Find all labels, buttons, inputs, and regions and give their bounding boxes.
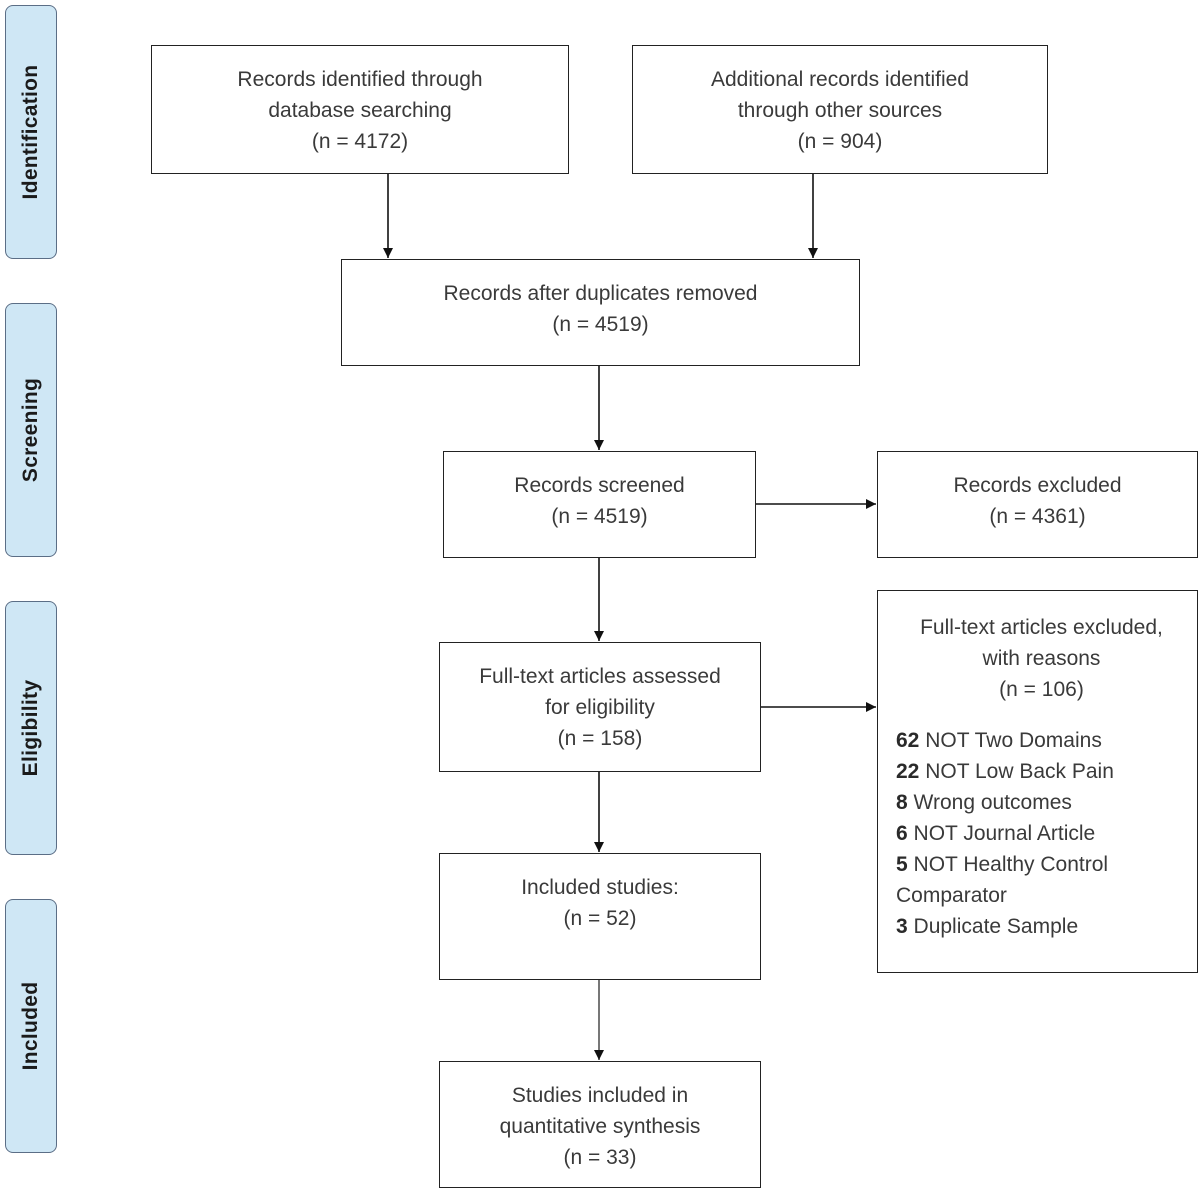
phase-identification-label: Identification bbox=[19, 64, 42, 200]
exclusion-reason: 62 NOT Two Domains bbox=[896, 725, 1187, 756]
box-line: (n = 904) bbox=[797, 130, 883, 153]
records-screened-box: Records screened (n = 4519) bbox=[443, 451, 756, 558]
box-line: through other sources bbox=[737, 99, 943, 122]
fulltext-excluded-box: Full-text articles excluded, with reason… bbox=[877, 590, 1198, 973]
exclusion-reason: 3 Duplicate Sample bbox=[896, 911, 1187, 942]
phase-identification: Identification bbox=[5, 5, 57, 259]
included-studies-box: Included studies: (n = 52) bbox=[439, 853, 761, 980]
box-line: (n = 52) bbox=[563, 907, 637, 930]
quantitative-synthesis-box: Studies included in quantitative synthes… bbox=[439, 1061, 761, 1188]
after-duplicates-box: Records after duplicates removed (n = 45… bbox=[341, 259, 860, 366]
phase-included-label: Included bbox=[19, 981, 42, 1071]
box-line: Included studies: bbox=[521, 876, 679, 899]
box-line: (n = 33) bbox=[563, 1146, 637, 1169]
reason-count: 3 bbox=[896, 915, 908, 938]
box-line: Additional records identified bbox=[711, 68, 969, 91]
reason-text: NOT Journal Article bbox=[913, 822, 1096, 845]
reason-text: Wrong outcomes bbox=[913, 791, 1072, 814]
records-excluded-box: Records excluded (n = 4361) bbox=[877, 451, 1198, 558]
box-line: Records after duplicates removed bbox=[443, 282, 758, 305]
box-line: Studies included in bbox=[511, 1084, 689, 1107]
reason-text: NOT Two Domains bbox=[925, 729, 1102, 752]
exclusion-reason: 5 NOT Healthy Control Comparator bbox=[896, 849, 1187, 911]
phase-eligibility-label: Eligibility bbox=[19, 679, 42, 777]
reason-count: 6 bbox=[896, 822, 908, 845]
phase-included: Included bbox=[5, 899, 57, 1153]
reason-text: NOT Healthy Control Comparator bbox=[896, 853, 1109, 907]
box-line: with reasons bbox=[982, 647, 1101, 670]
reason-count: 8 bbox=[896, 791, 908, 814]
box-line: for eligibility bbox=[545, 696, 655, 719]
box-line: (n = 4519) bbox=[552, 313, 649, 336]
fulltext-assessed-box: Full-text articles assessed for eligibil… bbox=[439, 642, 761, 772]
reason-text: NOT Low Back Pain bbox=[925, 760, 1114, 783]
reason-count: 62 bbox=[896, 729, 920, 752]
database-records-box: Records identified through database sear… bbox=[151, 45, 569, 174]
box-line: (n = 4361) bbox=[989, 505, 1086, 528]
box-line: quantitative synthesis bbox=[499, 1115, 701, 1138]
exclusion-reason: 6 NOT Journal Article bbox=[896, 818, 1187, 849]
box-line: (n = 158) bbox=[557, 727, 643, 750]
phase-screening: Screening bbox=[5, 303, 57, 557]
reason-count: 22 bbox=[896, 760, 920, 783]
box-line: (n = 106) bbox=[999, 678, 1084, 701]
other-sources-box: Additional records identified through ot… bbox=[632, 45, 1048, 174]
phase-screening-label: Screening bbox=[19, 377, 42, 483]
box-line: Full-text articles assessed bbox=[479, 665, 721, 688]
box-line: (n = 4172) bbox=[311, 130, 409, 153]
box-line: (n = 4519) bbox=[551, 505, 648, 528]
box-line: Records excluded bbox=[953, 474, 1122, 497]
exclusion-reason: 22 NOT Low Back Pain bbox=[896, 756, 1187, 787]
box-line: Full-text articles excluded, bbox=[920, 616, 1163, 639]
box-line: Records identified through bbox=[237, 68, 483, 91]
box-line: database searching bbox=[268, 99, 452, 122]
spacer bbox=[896, 705, 1187, 725]
exclusion-reason: 8 Wrong outcomes bbox=[896, 787, 1187, 818]
box-line: Records screened bbox=[514, 474, 685, 497]
reason-count: 5 bbox=[896, 853, 908, 876]
phase-eligibility: Eligibility bbox=[5, 601, 57, 855]
reason-text: Duplicate Sample bbox=[913, 915, 1079, 938]
